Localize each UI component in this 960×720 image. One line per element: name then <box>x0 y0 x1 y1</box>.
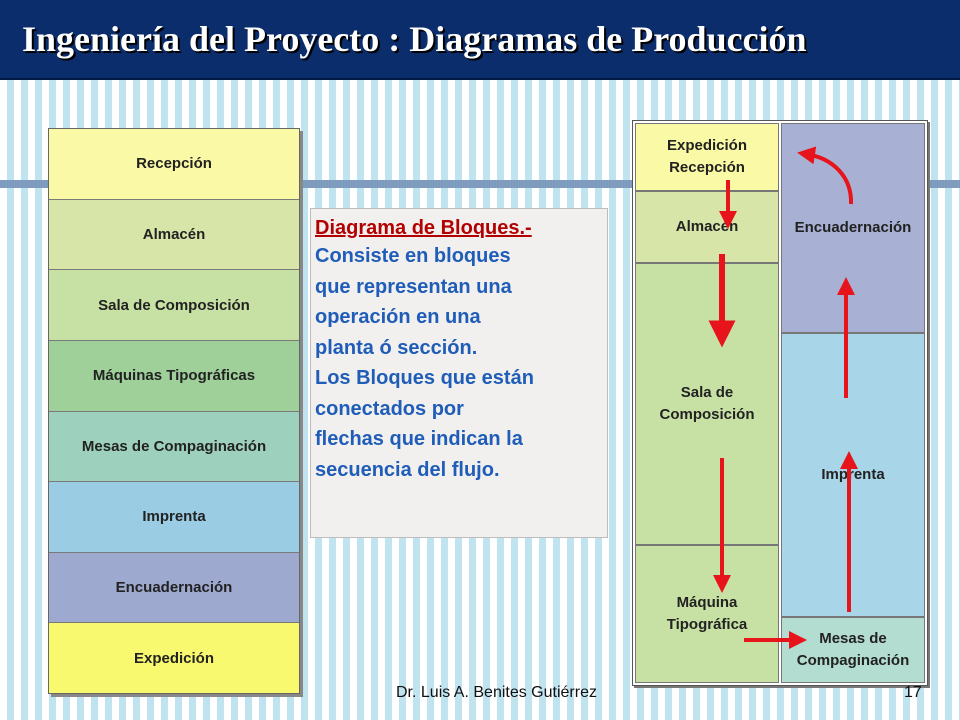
cell-expedicion-recepcion: Expedición Recepción <box>635 123 779 191</box>
block-3: Máquinas Tipográficas <box>49 340 299 412</box>
footer-author: Dr. Luis A. Benites Gutiérrez <box>396 684 597 701</box>
cell-label: Recepción <box>669 159 745 176</box>
cell-label: Máquina <box>676 594 738 611</box>
block-4: Mesas de Compaginación <box>49 411 299 483</box>
description-line: planta ó sección. <box>315 336 478 359</box>
cell-label: Almacén <box>675 218 739 235</box>
description-line: que representan una <box>315 275 512 298</box>
description-heading: Diagrama de Bloques.- <box>315 217 532 239</box>
title-bar: Ingeniería del Proyecto : Diagramas de P… <box>0 0 960 80</box>
page-number: 17 <box>904 684 922 701</box>
flow-diagram: Expedición Recepción Almacén Sala de Com… <box>632 120 928 686</box>
block-6: Encuadernación <box>49 552 299 624</box>
cell-maquina-tipografica: Máquina Tipográfica <box>635 545 779 683</box>
block-0: Recepción <box>49 129 299 200</box>
block-label: Sala de Composición <box>98 296 250 314</box>
description-line: secuencia del flujo. <box>315 458 500 481</box>
block-label: Recepción <box>136 155 212 173</box>
cell-sala-composicion: Sala de Composición <box>635 263 779 545</box>
block-2: Sala de Composición <box>49 270 299 341</box>
cell-label: Tipográfica <box>666 616 748 633</box>
cell-imprenta: Imprenta <box>781 333 925 617</box>
block-label: Mesas de Compaginación <box>81 437 267 455</box>
description-line: Consiste en bloques <box>315 245 511 267</box>
cell-encuadernacion: Encuadernación <box>781 123 925 333</box>
cell-mesas-compaginacion: Mesas de Compaginación <box>781 617 925 683</box>
description-line: operación en una <box>315 306 481 328</box>
block-label: Almacén <box>142 225 206 243</box>
cell-label: Expedición <box>666 137 748 154</box>
cell-label: Sala de <box>680 384 734 401</box>
slide-title: Ingeniería del Proyecto : Diagramas de P… <box>22 19 807 59</box>
cell-label: Encuadernación <box>794 219 912 236</box>
block-label: Encuadernación <box>115 579 233 597</box>
block-label: Imprenta <box>142 508 206 526</box>
block-5: Imprenta <box>49 482 299 553</box>
block-7: Expedición <box>49 623 299 693</box>
cell-almacen: Almacén <box>635 191 779 263</box>
description-panel: Diagrama de Bloques.- Consiste en bloque… <box>310 208 608 538</box>
cell-label: Mesas de <box>819 630 887 647</box>
cell-label: Composición <box>659 406 755 423</box>
cell-label: Imprenta <box>821 466 885 483</box>
cell-label: Compaginación <box>796 652 910 669</box>
horizontal-divider <box>0 180 960 188</box>
block-label: Máquinas Tipográficas <box>92 367 256 385</box>
block-1: Almacén <box>49 199 299 271</box>
description-line: flechas que indican la <box>315 428 523 450</box>
description-line: Los Bloques que están <box>315 367 534 389</box>
block-label: Expedición <box>133 649 215 667</box>
description-line: conectados por <box>315 397 464 420</box>
